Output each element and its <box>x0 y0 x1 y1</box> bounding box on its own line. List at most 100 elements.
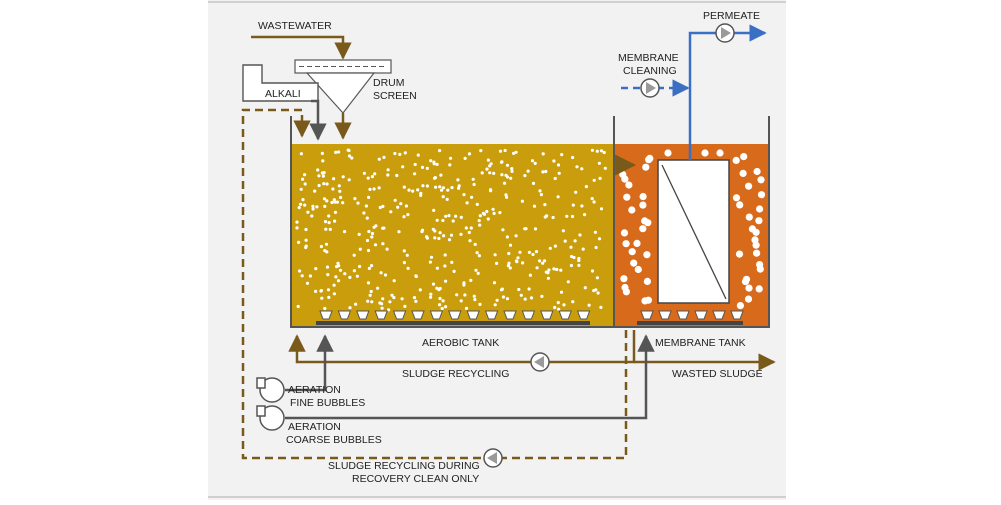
fine-bubble <box>435 218 439 222</box>
fine-bubble <box>323 306 327 311</box>
fine-bubble <box>477 219 481 223</box>
fine-bubble <box>478 223 482 227</box>
diffuser-icon <box>640 310 654 320</box>
fine-bubble <box>332 283 336 287</box>
diffuser-icon <box>411 310 425 320</box>
fine-bubble <box>503 181 507 185</box>
fine-bubble <box>516 256 520 260</box>
fine-bubble <box>581 247 585 251</box>
fine-bubble <box>395 173 399 178</box>
coarse-bubble <box>620 229 629 237</box>
coarse-bubble <box>752 241 760 249</box>
fine-bubble <box>350 156 354 160</box>
fine-bubble <box>541 261 545 265</box>
fine-bubble <box>508 266 512 270</box>
fine-bubble <box>385 247 389 251</box>
fine-bubble <box>563 239 567 243</box>
fine-bubble <box>390 293 394 297</box>
fine-bubble <box>598 176 602 180</box>
aerobic-tank-label: AEROBIC TANK <box>422 337 499 349</box>
membrane-cleaning-label-line1: MEMBRANE <box>618 52 679 64</box>
fine-bubble <box>473 242 477 246</box>
fine-bubble <box>381 204 385 208</box>
coarse-bubble <box>625 181 633 189</box>
fine-bubble <box>338 189 342 193</box>
fine-bubble <box>557 307 561 311</box>
fine-bubble <box>448 163 452 167</box>
fine-bubble <box>379 271 383 275</box>
fine-bubble <box>533 227 538 231</box>
fine-bubble <box>459 232 463 236</box>
fine-bubble <box>540 294 544 298</box>
fine-bubble <box>328 227 332 231</box>
coarse-bubble <box>622 240 630 248</box>
fine-bubble <box>431 282 436 286</box>
fine-bubble <box>454 214 458 218</box>
fine-bubble <box>405 253 409 257</box>
fine-bubble <box>413 162 417 167</box>
fine-bubble <box>377 157 381 161</box>
drum-screen-label-line1: DRUM <box>373 77 405 89</box>
fine-bubble <box>492 171 496 175</box>
fine-bubble <box>389 210 393 214</box>
fine-bubble <box>298 269 302 273</box>
fine-bubble <box>413 172 417 176</box>
fine-bubble <box>519 293 523 297</box>
fine-bubble <box>325 199 329 203</box>
fine-bubble <box>544 169 548 174</box>
fine-bubble <box>452 269 456 273</box>
fine-bubble <box>555 267 559 272</box>
fine-bubble <box>467 152 472 156</box>
fine-bubble <box>464 306 469 310</box>
diffuser-icon <box>392 310 407 320</box>
diffuser-icon <box>429 310 444 320</box>
fine-bubble <box>489 189 493 193</box>
fine-bubble <box>353 197 357 201</box>
fine-bubble <box>396 205 400 209</box>
fine-bubble <box>320 171 324 175</box>
fine-bubble <box>488 171 492 175</box>
fine-bubble <box>498 211 502 215</box>
fine-bubble <box>321 159 325 163</box>
fine-bubble <box>352 269 356 273</box>
aerobic-diffuser-grid <box>316 310 591 325</box>
aeration-fine-label-line1: AERATION <box>288 384 341 396</box>
coarse-bubble <box>628 206 636 214</box>
fine-bubble <box>457 186 461 190</box>
alkali-dose-line <box>309 99 327 141</box>
coarse-bubble <box>744 295 753 303</box>
fine-bubble <box>411 189 415 193</box>
fine-bubble <box>311 204 315 208</box>
fine-bubble <box>304 245 308 250</box>
fine-bubble <box>531 252 535 257</box>
wastewater-inlet-line <box>251 35 352 60</box>
coarse-bubble <box>739 169 747 177</box>
coarse-bubble <box>643 251 651 259</box>
fine-bubble <box>546 276 551 280</box>
coarse-bubble <box>736 302 745 310</box>
fine-bubble <box>365 216 369 220</box>
fine-bubble <box>451 219 455 223</box>
fine-bubble <box>333 210 338 214</box>
fine-bubble <box>406 266 410 270</box>
fine-bubble <box>500 173 504 177</box>
recovery-clean-pump-icon <box>483 448 503 468</box>
fine-bubble <box>495 298 499 302</box>
fine-bubble <box>367 195 371 199</box>
fine-bubble <box>419 191 423 195</box>
fine-bubble <box>393 198 397 202</box>
fine-bubble <box>366 176 370 180</box>
fine-bubble <box>412 296 417 300</box>
fine-bubble <box>323 204 327 208</box>
fine-bubble <box>336 261 340 265</box>
aerobic-fine-bubbles <box>295 148 607 312</box>
fine-bubble <box>477 254 481 258</box>
fine-bubble <box>378 205 382 210</box>
fine-bubble <box>368 187 372 191</box>
fine-bubble <box>481 211 485 215</box>
coarse-bubble <box>745 284 753 292</box>
fine-bubble <box>493 253 497 257</box>
fine-bubble <box>587 303 591 307</box>
fine-bubble <box>326 273 330 277</box>
